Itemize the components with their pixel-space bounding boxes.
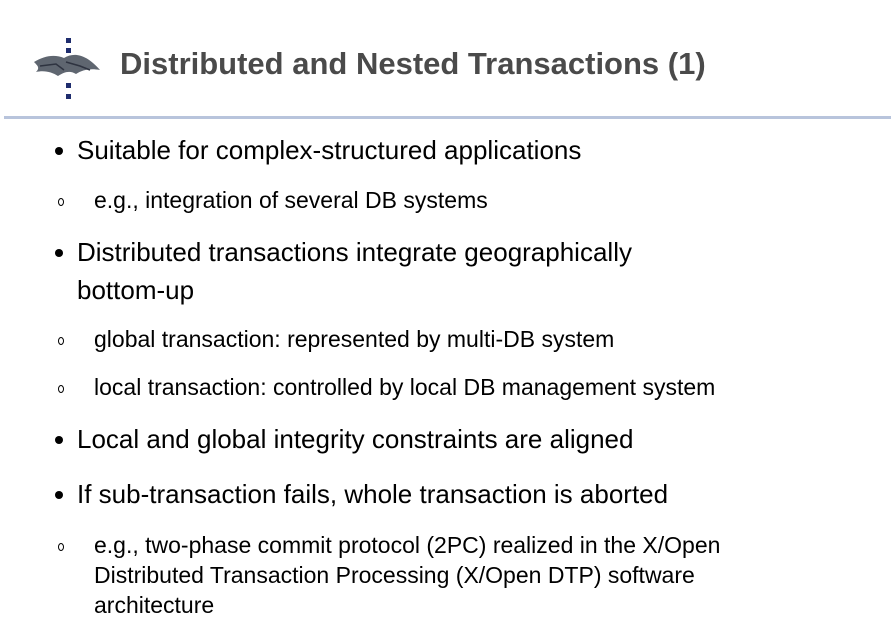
bullet-dot-icon xyxy=(55,249,63,257)
bullet-item: Distributed transactions integrate geogr… xyxy=(55,233,877,309)
university-logo-icon xyxy=(34,38,100,99)
sub-bullet-text-line-2: Distributed Transaction Processing (X/Op… xyxy=(94,562,695,588)
bullet-text-line-2: bottom-up xyxy=(77,275,195,305)
sub-bullet-ring-icon xyxy=(58,543,64,551)
bullet-text: Local and global integrity constraints a… xyxy=(77,424,634,454)
bullet-text: If sub-transaction fails, whole transact… xyxy=(77,479,669,509)
bullet-dot-icon xyxy=(55,147,63,155)
bullet-text: Suitable for complex-structured applicat… xyxy=(77,135,582,165)
bullet-dot-icon xyxy=(55,491,63,499)
sub-bullet-item: local transaction: controlled by local D… xyxy=(58,372,874,402)
sub-bullet-text: local transaction: controlled by local D… xyxy=(94,374,716,400)
bullet-dot-icon xyxy=(55,436,63,444)
sub-bullet-text-line-1: e.g., two-phase commit protocol (2PC) re… xyxy=(94,532,721,558)
sub-bullet-item: e.g., two-phase commit protocol (2PC) re… xyxy=(58,530,874,620)
sub-bullet-ring-icon xyxy=(58,198,64,206)
sub-bullet-item: global transaction: represented by multi… xyxy=(58,324,874,354)
sub-bullet-text: e.g., integration of several DB systems xyxy=(94,187,488,213)
sub-bullet-text-line-3: architecture xyxy=(94,592,215,618)
sub-bullet-item: e.g., integration of several DB systems xyxy=(58,185,874,215)
bullet-item: If sub-transaction fails, whole transact… xyxy=(55,475,877,513)
title-divider xyxy=(4,116,891,119)
bullet-text-line-1: Distributed transactions integrate geogr… xyxy=(77,237,632,267)
bullet-item: Local and global integrity constraints a… xyxy=(55,420,877,458)
sub-bullet-ring-icon xyxy=(58,385,64,393)
sub-bullet-text: global transaction: represented by multi… xyxy=(94,326,615,352)
sub-bullet-ring-icon xyxy=(58,337,64,345)
bullet-item: Suitable for complex-structured applicat… xyxy=(55,131,877,169)
slide-title: Distributed and Nested Transactions (1) xyxy=(120,46,706,81)
